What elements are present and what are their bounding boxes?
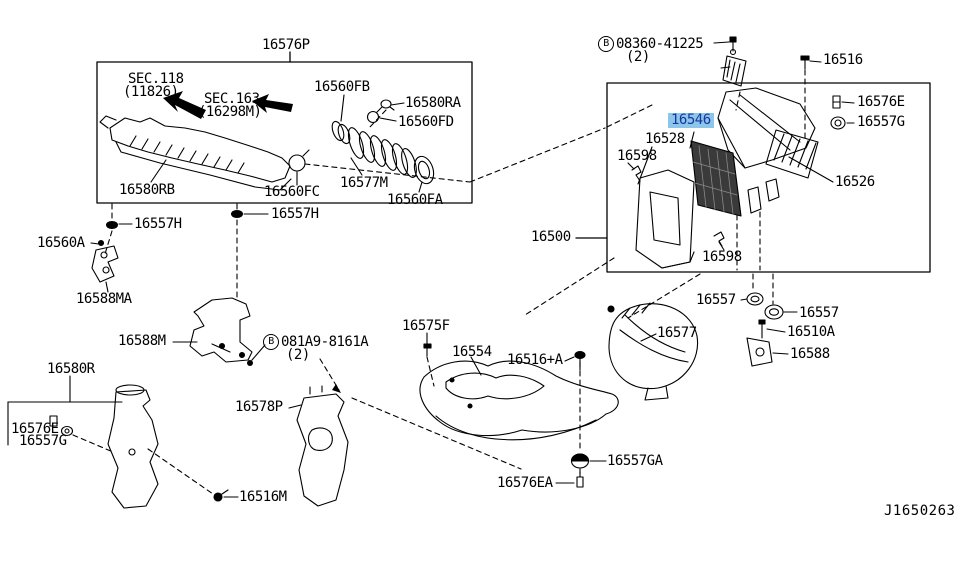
part-label-16560FB[interactable]: 16560FB (314, 79, 370, 95)
clamp-16560FD (366, 110, 380, 124)
part-label-16575F[interactable]: 16575F (402, 318, 450, 334)
part-label-16510A[interactable]: 16510A (787, 324, 835, 340)
part-16578P-cover (296, 385, 349, 507)
part-label-16516M[interactable]: 16516M (239, 489, 287, 505)
part-label-16500[interactable]: 16500 (531, 229, 571, 245)
nut-16557G-left (60, 425, 74, 437)
diagram-code: J1650263 (884, 503, 956, 519)
clip-16598-bottom (713, 231, 725, 247)
part-label-16557H-b[interactable]: 16557H (271, 206, 319, 222)
sec-ref-163-num: (16298M) (198, 104, 262, 120)
leader-lines (7, 41, 855, 498)
part-label-16557H-a[interactable]: 16557H (134, 216, 182, 232)
qty-08360: (2) (626, 49, 650, 65)
clip-16576E-left (49, 415, 58, 427)
part-number-text: 08360-41225 (616, 35, 704, 52)
grommet-16557-left (746, 292, 764, 306)
bolt-16510A (758, 319, 766, 339)
part-label-16578P[interactable]: 16578P (235, 399, 283, 415)
part-label-16560FA[interactable]: 16560FA (387, 192, 443, 208)
part-label-16580R[interactable]: 16580R (47, 361, 95, 377)
part-label-16598-top[interactable]: 16598 (617, 148, 657, 164)
part-22680-maf-sensor (722, 48, 747, 87)
part-label-16516[interactable]: 16516 (823, 52, 863, 68)
sec-ref-163: SEC.163 (204, 91, 260, 107)
part-number-text: 081A9-8161A (281, 333, 369, 350)
part-label-16557G-left[interactable]: 16557G (19, 433, 67, 449)
grommet-16557GA (570, 453, 590, 469)
circle-b-badge: B (598, 36, 614, 52)
part-label-16557-left[interactable]: 16557 (696, 292, 736, 308)
part-label-16557GA[interactable]: 16557GA (607, 453, 663, 469)
part-label-16580RB[interactable]: 16580RB (119, 182, 175, 198)
clip-16576E-right (832, 95, 841, 109)
part-16580RB-duct (99, 115, 292, 191)
clip-16598-top (631, 165, 642, 182)
screw-16575F (423, 343, 432, 357)
sec-ref-118: SEC.118 (128, 71, 184, 87)
cuff-16560FA (413, 155, 435, 185)
part-16528-body (635, 169, 695, 269)
part-label-16588MA[interactable]: 16588MA (76, 291, 132, 307)
qty-081A9: (2) (286, 347, 310, 363)
bolt-16516 (800, 55, 810, 70)
part-label-16528[interactable]: 16528 (645, 131, 685, 147)
part-label-16516A[interactable]: 16516+A (507, 352, 563, 368)
part-aircleaner-cover (717, 87, 816, 214)
part-label-16577[interactable]: 16577 (657, 325, 697, 341)
group-boxes (96, 51, 931, 273)
part-label-16576EA[interactable]: 16576EA (497, 475, 553, 491)
part-label-16560A[interactable]: 16560A (37, 235, 85, 251)
part-16546-filter (690, 140, 742, 217)
sec118-arrow (163, 91, 206, 119)
part-label-16588M[interactable]: 16588M (118, 333, 166, 349)
part-label-16560FD[interactable]: 16560FD (398, 114, 454, 130)
clamp-16560FC (288, 154, 306, 172)
part-16554-duct (419, 360, 619, 441)
part-label-16580RA[interactable]: 16580RA (405, 95, 461, 111)
part-label-16576E-left[interactable]: 16576E (11, 421, 59, 437)
sec-ref-118-num: (11826) (123, 84, 179, 100)
dashed-lines (72, 69, 806, 495)
screw-08360 (729, 36, 737, 52)
box-16576P (96, 61, 473, 204)
box-16500 (606, 82, 931, 273)
part-16526-intake (765, 129, 819, 179)
grommet-16557-right (764, 304, 784, 320)
part-16560A-bracket (91, 239, 119, 283)
part-label-16554[interactable]: 16554 (452, 344, 492, 360)
part-16577-duct (607, 302, 699, 401)
part-16588M-bracket (189, 297, 253, 363)
sec-arrows (163, 91, 293, 119)
part-label-16560FC[interactable]: 16560FC (264, 184, 320, 200)
part-label-16576P[interactable]: 16576P (262, 37, 310, 53)
part-label-16557-right[interactable]: 16557 (799, 305, 839, 321)
bolt-16516M (213, 489, 229, 502)
part-label-16576E-right[interactable]: 16576E (857, 94, 905, 110)
fastener-dots-16557H (106, 210, 243, 229)
part-16580RA (380, 99, 392, 109)
dashed-arrowhead (332, 384, 341, 393)
part-label-16598-center[interactable]: 16598 (702, 249, 742, 265)
part-16577M-hose (288, 99, 435, 185)
nut-16557G-right (830, 116, 846, 130)
circle-b-badge: B (263, 334, 279, 350)
part-16588-bracket (746, 337, 773, 367)
part-label-16557G-right[interactable]: 16557G (857, 114, 905, 130)
sec163-arrow (252, 94, 293, 113)
part-label-16588[interactable]: 16588 (790, 346, 830, 362)
part-label-16546-highlighted[interactable]: 16546 (668, 113, 714, 128)
part-label-16577M[interactable]: 16577M (340, 175, 388, 191)
part-16580R-tank (49, 384, 159, 509)
part-label-16526[interactable]: 16526 (835, 174, 875, 190)
screw-081A9 (247, 360, 253, 366)
